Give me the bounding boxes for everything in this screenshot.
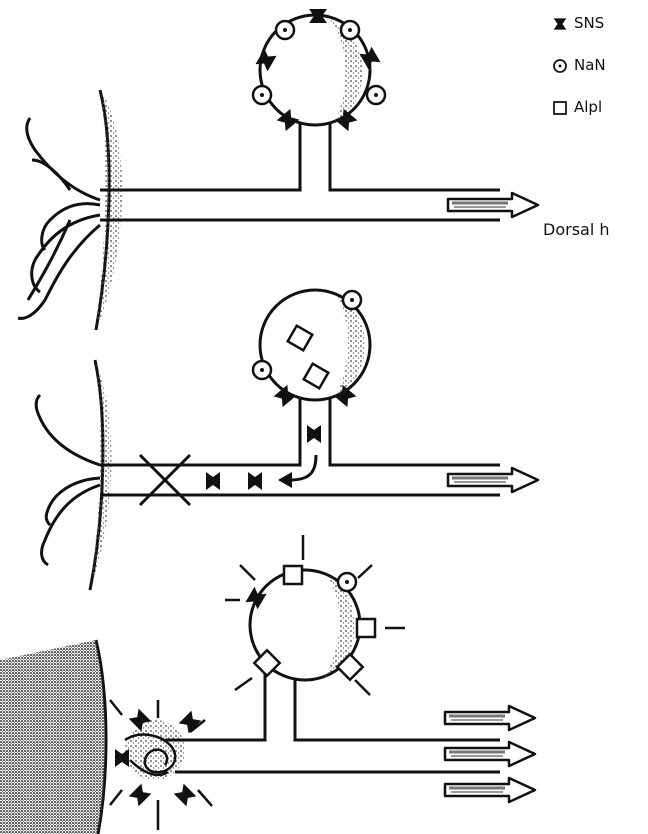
panel-nerve-injury (36, 290, 538, 590)
axon-stalk-right (330, 395, 500, 465)
sns-channel (115, 749, 129, 767)
transport-arrowhead (278, 472, 292, 488)
axon-upper-line (100, 395, 300, 465)
sns-channel (206, 472, 220, 490)
nerve-terminals (36, 395, 100, 565)
transport-arrow (290, 455, 316, 480)
ring-icon (552, 58, 568, 74)
nan-channel (338, 573, 356, 591)
nan-channel (367, 86, 385, 104)
injury-cross (140, 455, 190, 505)
legend-item-alpha: Alpl (552, 98, 602, 116)
skin-stipple (96, 90, 122, 330)
skin-stipple (0, 640, 105, 834)
sns-channel (248, 472, 262, 490)
skin-stipple (90, 360, 111, 590)
alpha-subunit (284, 566, 302, 584)
signal-arrow (445, 706, 535, 730)
nerve-terminals (18, 118, 100, 318)
signal-arrow (448, 468, 538, 492)
axon-stalk-right (295, 670, 500, 740)
activity-rays (110, 535, 405, 830)
sns-channel (129, 784, 152, 807)
panel-inflammation (0, 535, 535, 834)
legend-item-nan: NaN (552, 56, 606, 74)
panel-normal (18, 9, 538, 330)
alpha-subunit (357, 619, 375, 637)
square-icon (552, 100, 568, 116)
nan-channel (276, 21, 294, 39)
signal-arrow (448, 193, 538, 217)
nan-channel (341, 21, 359, 39)
dorsal-horn-label: Dorsal h (543, 220, 610, 239)
sns-channel (174, 784, 197, 807)
bowtie-icon (552, 16, 568, 32)
legend-label-alpha: Alpl (574, 98, 602, 116)
legend-item-sns: SNS (552, 14, 604, 32)
sns-channel (179, 711, 202, 734)
nan-channel (343, 291, 361, 309)
nan-channel (253, 361, 271, 379)
legend-label-nan: NaN (574, 56, 606, 74)
axon-upper-line (100, 120, 300, 190)
signal-arrow (445, 742, 535, 766)
legend-label-sns: SNS (574, 14, 604, 32)
sns-channel (307, 425, 321, 443)
signal-arrow (445, 778, 535, 802)
nan-channel (253, 86, 271, 104)
axon-stalk-right (330, 120, 500, 190)
